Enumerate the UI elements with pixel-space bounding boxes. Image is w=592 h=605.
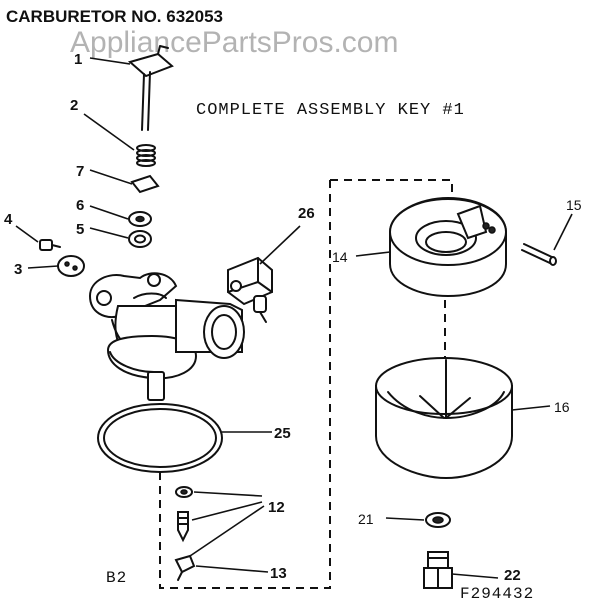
needle-part — [174, 554, 196, 581]
part-label-6: 6 — [76, 197, 84, 214]
part-label-7: 7 — [76, 163, 84, 180]
gasket-part — [57, 255, 85, 277]
part-label-15: 15 — [566, 197, 582, 213]
clip-part — [130, 174, 160, 194]
part-label-14: 14 — [332, 249, 348, 265]
assembly-subtitle: COMPLETE ASSEMBLY KEY #1 — [196, 101, 465, 120]
figure-code: F294432 — [460, 585, 534, 600]
part-label-1: 1 — [74, 51, 82, 68]
nut-part — [128, 211, 152, 227]
part-label-4: 4 — [4, 211, 13, 228]
solenoid-part — [227, 256, 273, 323]
part-label-2: 2 — [70, 97, 78, 114]
watermark: AppliancePartsPros.com — [70, 26, 398, 59]
washer-part — [128, 230, 152, 248]
leader-lines — [15, 57, 573, 579]
part-label-25: 25 — [274, 425, 291, 442]
part-label-26: 26 — [298, 205, 315, 222]
float-pin-part — [521, 243, 557, 266]
bowl-nut-part — [423, 551, 453, 589]
part-label-21: 21 — [358, 511, 374, 527]
part-label-12: 12 — [268, 499, 285, 516]
assembly-dashed-outline — [159, 180, 331, 589]
part-label-13: 13 — [270, 565, 287, 582]
o-ring-part — [97, 403, 223, 473]
float-ring-part — [389, 196, 507, 298]
carburetor-body-part — [88, 272, 245, 401]
part-label-22: 22 — [504, 567, 521, 584]
part-label-3: 3 — [14, 261, 22, 278]
diagram-title: CARBURETOR NO. 632053 — [6, 7, 223, 26]
screw-part — [39, 239, 61, 251]
part-label-5: 5 — [76, 221, 84, 238]
section-code: B2 — [106, 569, 127, 587]
jet-parts — [175, 486, 193, 543]
bowl-gasket-part — [425, 512, 451, 528]
spring-part — [136, 144, 156, 167]
throttle-shaft-part — [127, 45, 174, 131]
part-label-16: 16 — [554, 399, 570, 415]
float-bowl-part — [375, 357, 513, 480]
